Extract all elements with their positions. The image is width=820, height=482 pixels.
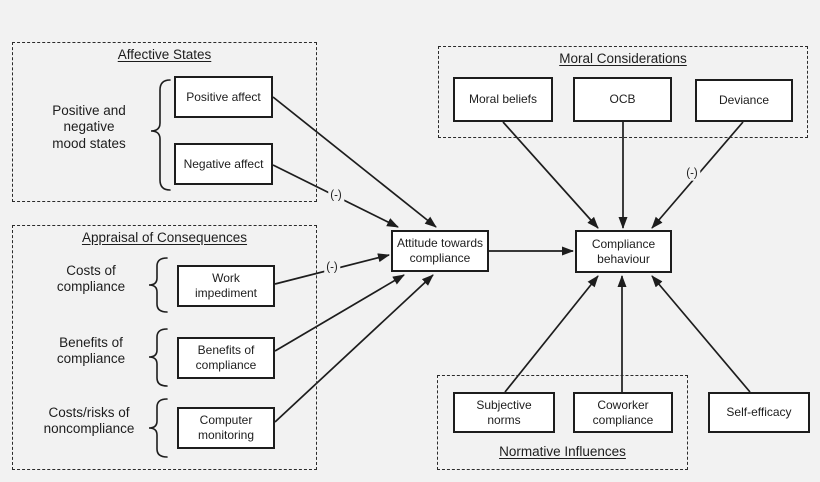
node-self-efficacy: Self-efficacy — [708, 392, 810, 433]
node-negative-affect: Negative affect — [174, 143, 273, 185]
edge-sign-work-impediment: (-) — [324, 261, 340, 275]
group-moral-considerations — [438, 46, 808, 138]
edge-sign-deviance: (-) — [684, 167, 700, 181]
node-positive-affect: Positive affect — [174, 76, 273, 118]
node-subjective-norms: Subjective norms — [453, 392, 555, 433]
edge-sign-negative-affect: (-) — [328, 189, 344, 203]
node-coworker-compliance: Coworker compliance — [573, 392, 673, 433]
group-title-appraisal-of-consequences: Appraisal of Consequences — [81, 230, 248, 245]
group-appraisal-of-consequences — [12, 225, 317, 470]
node-computer-monitoring: Computer monitoring — [177, 407, 275, 449]
label-benefits-of-compliance: Benefits of compliance — [56, 335, 126, 367]
node-compliance-behaviour: Compliance behaviour — [575, 230, 672, 273]
node-attitude-towards-compliance: Attitude towards compliance — [391, 230, 489, 272]
node-work-impediment: Work impediment — [177, 265, 275, 307]
node-deviance: Deviance — [695, 79, 793, 122]
node-moral-beliefs: Moral beliefs — [453, 77, 553, 122]
group-title-normative-influences: Normative Influences — [499, 444, 626, 459]
group-title-moral-considerations: Moral Considerations — [559, 51, 687, 66]
node-ocb: OCB — [573, 77, 672, 122]
label-mood-states: Positive and negative mood states — [52, 103, 126, 151]
group-title-affective-states: Affective States — [117, 47, 212, 62]
label-costs-of-compliance: Costs of compliance — [56, 263, 126, 295]
group-affective-states — [12, 42, 317, 202]
node-benefits-of-compliance: Benefits of compliance — [177, 337, 275, 379]
group-normative-influences — [437, 375, 688, 470]
label-costs-risks-noncompliance: Costs/risks of noncompliance — [43, 405, 135, 437]
